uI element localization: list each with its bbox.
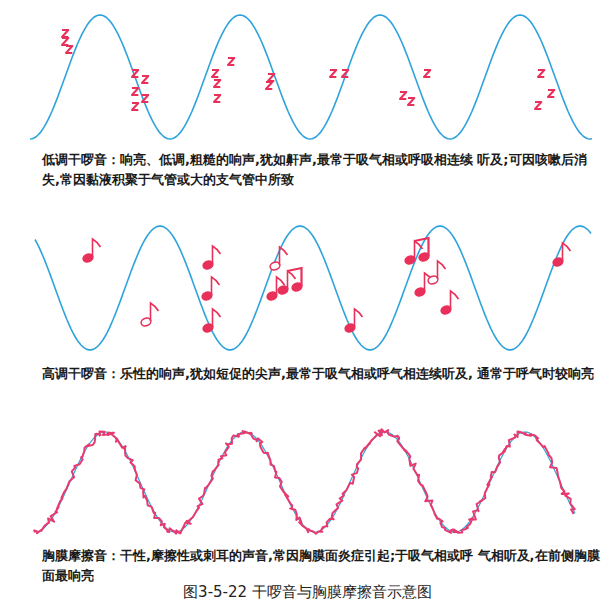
snore-symbol [66, 46, 72, 53]
note-stem [213, 246, 221, 264]
snore-symbol [212, 70, 218, 77]
note-stem [563, 243, 571, 261]
snore-symbol [330, 70, 336, 77]
note-stem [451, 291, 459, 309]
note-beam [288, 268, 302, 286]
snore-symbol [132, 70, 138, 77]
snore-symbol [132, 103, 138, 110]
note-stem [93, 239, 101, 257]
snore-symbol [62, 38, 68, 45]
snore-symbol [424, 70, 430, 77]
snore-symbol [266, 82, 272, 89]
snore-symbol [142, 95, 148, 102]
snore-symbol [408, 98, 414, 105]
description-text: 高调干啰音：乐性的响声,犹如短促的尖声,最常于吸气相或呼气相连续听及, 通常于呼… [42, 364, 602, 384]
description-text: 胸膜摩擦音：干性,摩擦性或刺耳的声音,常因胸膜面炎症引起;于吸气相或呼 气相听及… [42, 546, 602, 586]
note-beam [415, 238, 429, 256]
friction-wave [34, 429, 575, 534]
snore-symbol [342, 70, 348, 77]
note-stem [151, 303, 159, 321]
description-text: 低调干啰音：响亮、低调,粗糙的响声,犹如鼾声,最常于吸气相或呼吸相连续 听及;可… [42, 150, 602, 190]
snore-symbol [228, 58, 234, 65]
note-stem [438, 261, 446, 279]
note-stem [213, 309, 221, 327]
sound-wave [30, 15, 592, 139]
snore-symbol [62, 30, 68, 37]
snore-symbol [535, 102, 541, 109]
snore-symbol [548, 90, 554, 97]
note-stem [355, 309, 363, 327]
snore-symbol [214, 95, 220, 102]
snore-symbol [142, 76, 148, 83]
snore-symbol [538, 70, 544, 77]
figure-caption: 图3-5-22 干啰音与胸膜摩擦音示意图 [0, 582, 615, 602]
snore-symbol [400, 92, 406, 99]
note-stem [212, 277, 220, 295]
note-stem [280, 247, 288, 265]
snore-symbol [214, 80, 220, 87]
sound-wave [35, 226, 591, 350]
snore-symbol [268, 74, 274, 81]
sound-wave [35, 432, 575, 532]
snore-symbol [132, 88, 138, 95]
